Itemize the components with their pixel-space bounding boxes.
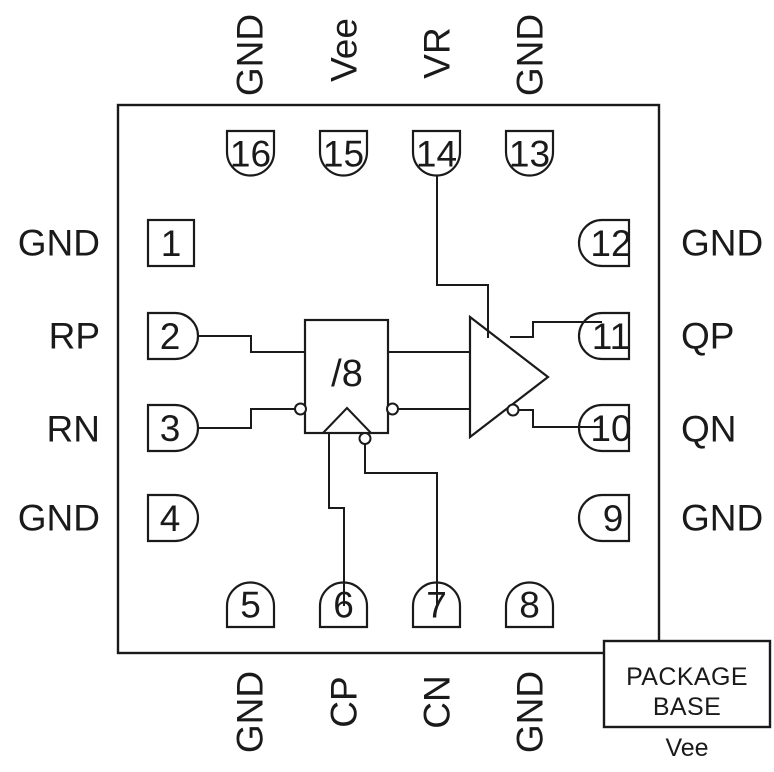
pin-pad-15[interactable] [318,129,369,177]
wire-cp-to-divider-clock [328,433,345,606]
pin-number-4: 4 [160,498,181,539]
pin-number-10: 10 [590,408,631,449]
divider-block-label: /8 [331,353,363,395]
pin-signal-16: GND [230,14,271,96]
pin-signal-14: VR [417,27,458,78]
pin-pad-1[interactable] [146,218,196,268]
wire-buffer-to-qn [518,409,602,428]
pin-number-14: 14 [416,134,457,175]
pin-signal-5: GND [230,671,271,753]
pin-pad-8[interactable] [504,581,555,629]
pin-pad-12[interactable] [577,218,631,268]
pin-number-13: 13 [509,134,550,175]
pin-number-1: 1 [161,223,182,264]
pin-pad-13[interactable] [504,129,555,177]
pin-signal-6: CP [324,676,365,727]
pin-number-9: 9 [603,498,624,539]
inversion-bubble-clock [358,432,372,445]
pin-signal-9: GND [681,498,763,539]
pin-signal-12: GND [681,223,763,264]
wire-vr-to-buffer [436,175,489,338]
pin-signal-13: GND [510,14,551,96]
package-base-box [602,639,772,729]
pin-signal-7: CN [417,675,458,728]
pin-signal-4: GND [18,498,100,539]
package-base-line2: BASE [653,693,721,721]
pin-number-15: 15 [323,134,364,175]
pin-signal-1: GND [18,223,100,264]
pin-signal-3: RN [47,409,100,450]
pin-number-16: 16 [230,134,271,175]
wire-buffer-to-qp [510,321,602,338]
inversion-bubble-divider-output [386,402,399,416]
inversion-bubble-buffer-output [506,403,520,417]
inversion-bubble-divider-input [294,402,307,416]
pin-pad-2[interactable] [146,311,200,361]
pin-pad-16[interactable] [225,129,276,177]
clock-input-triangle [322,406,372,434]
package-base-net-label: Vee [665,734,708,762]
package-base-line1: PACKAGE [626,663,748,691]
pin-number-5: 5 [240,585,261,626]
pin-signal-2: RP [49,316,100,357]
pin-signal-10: QN [681,409,737,450]
pin-number-2: 2 [160,316,181,357]
pin-number-8: 8 [519,585,540,626]
divider-block [303,318,390,435]
pin-pad-11[interactable] [577,311,631,361]
pin-pad-9[interactable] [577,493,631,543]
pin-signal-8: GND [510,671,551,753]
pin-pad-4[interactable] [146,493,200,543]
wire-rp-to-divider [198,335,305,353]
pin-number-3: 3 [160,408,181,449]
pin-number-12: 12 [590,223,631,264]
wire-cn-to-divider-clock [364,444,438,606]
pin-pad-5[interactable] [225,581,276,629]
wire-rn-to-divider [198,408,296,429]
pin-signal-15: Vee [324,18,365,82]
pin-pad-10[interactable] [577,403,631,453]
pin-signal-11: QP [681,316,734,357]
pin-pad-14[interactable] [411,129,462,177]
pin-pad-3[interactable] [146,403,200,453]
